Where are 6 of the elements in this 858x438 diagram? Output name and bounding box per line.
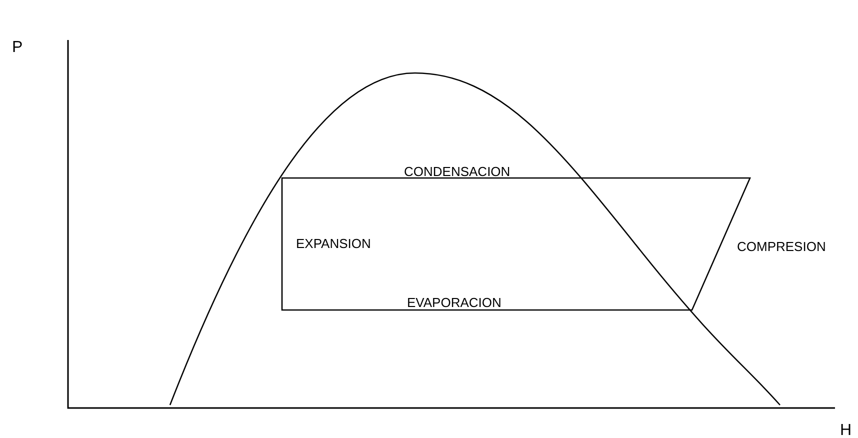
- axis-label: H: [840, 423, 852, 438]
- process-label: CONDENSACION: [404, 164, 510, 179]
- axis-label: P: [12, 40, 23, 55]
- process-label: COMPRESION: [737, 239, 826, 254]
- process-label: EVAPORACION: [407, 295, 502, 310]
- process-label: EXPANSION: [296, 236, 371, 251]
